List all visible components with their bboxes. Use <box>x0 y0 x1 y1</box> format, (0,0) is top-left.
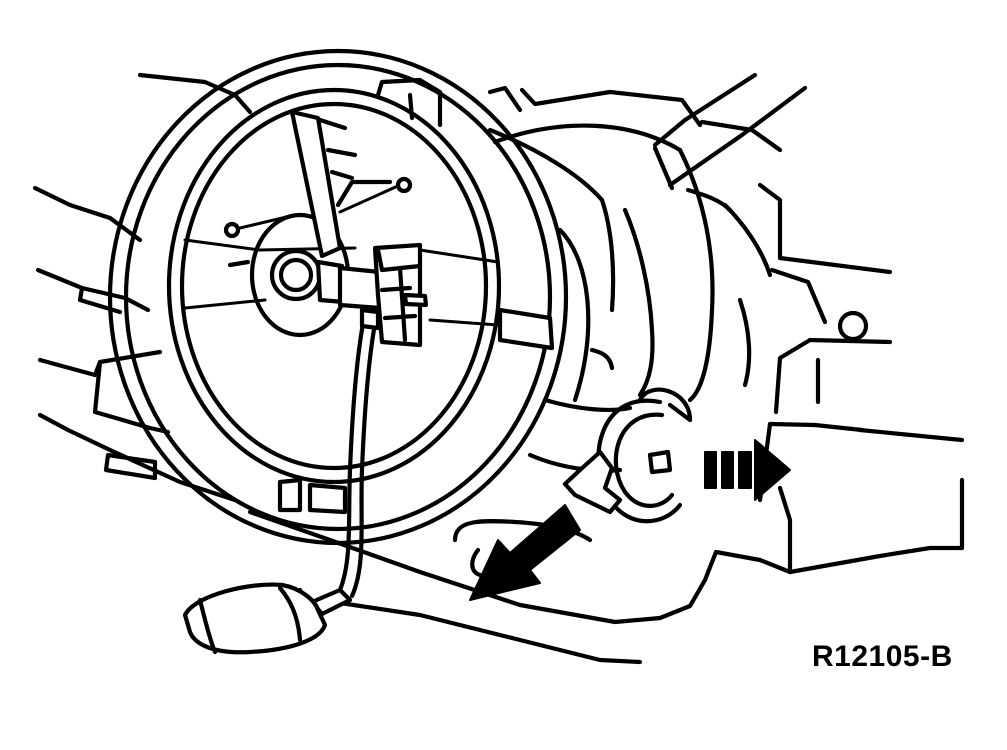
figure-reference-label: R12105-B <box>812 640 953 673</box>
clockspring-hub <box>183 109 500 348</box>
wire-harness <box>182 307 381 655</box>
steering-shaft <box>487 72 808 191</box>
mounting-hole <box>837 310 869 342</box>
snap-ring <box>562 387 693 524</box>
insertion-arrow <box>469 504 581 601</box>
removal-direction-arrow <box>704 439 791 501</box>
clockspring-assembly <box>107 48 591 546</box>
column-tube <box>487 123 773 473</box>
